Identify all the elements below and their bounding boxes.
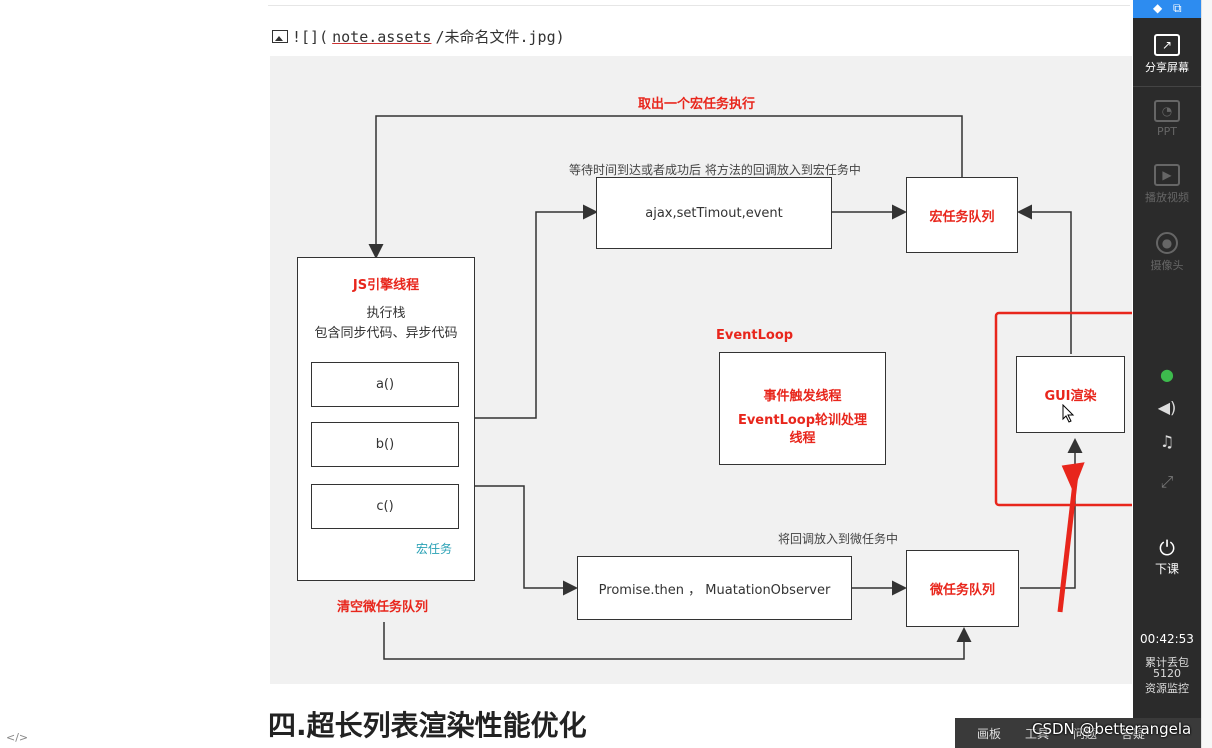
share-screen-icon: ↗ [1154,34,1180,56]
microtask-queue-box: 微任务队列 [906,550,1019,627]
event-loop-diagram: 取出一个宏任务执行 等待时间到达或者成功后 将方法的回调放入到宏任务中 ajax… [270,56,1132,684]
event-trigger-line3: 线程 [789,431,816,446]
camera-icon: ● [1156,232,1178,254]
event-trigger-line1: 事件触发线程 [763,389,842,404]
sidebar-divider [1133,86,1201,87]
macrotask-queue-box: 宏任务队列 [906,177,1018,253]
toolbar-answers[interactable]: 答疑 [1121,726,1146,741]
macrotask-tag: 宏任务 [416,542,453,556]
md-prefix: ![]( [292,27,329,46]
popout-icon[interactable]: ⧉ [1173,1,1182,15]
sidebar-top-strip: ◆ ⧉ [1133,0,1201,18]
class-timer: 00:42:53 [1140,632,1194,646]
toolbar-questions[interactable]: 问题 [1073,726,1098,741]
ppt-icon: ◔ [1154,100,1180,122]
ppt-button[interactable]: ◔ PPT [1133,100,1201,138]
event-trigger-thread-box: 事件触发线程 EventLoop轮训处理 线程 [719,352,886,465]
js-thread-title: JS引擎线程 [352,278,420,293]
resource-monitor-label[interactable]: 资源监控 [1145,682,1189,695]
section-heading: 四.超长列表渲染性能优化 [268,709,587,742]
share-screen-label: 分享屏幕 [1145,61,1189,74]
stack-frame-c: c() [311,484,459,529]
label-take-macrotask: 取出一个宏任务执行 [638,97,756,112]
promise-box: Promise.then ， MuatationObserver [577,556,852,620]
ppt-label: PPT [1157,125,1177,138]
ajax-box: ajax,setTimout,event [596,177,832,249]
pin-icon[interactable]: ◆ [1153,1,1163,15]
packet-loss-value: 5120 [1153,667,1181,680]
sync-async-label: 包含同步代码、异步代码 [314,326,458,341]
csdn-watermark: CSDN @betterangela [1032,720,1192,738]
camera-label: 摄像头 [1150,259,1184,272]
stack-frame-b: b() [311,422,459,467]
image-icon [272,30,288,43]
fullscreen-icon[interactable]: ⤢ [1160,472,1174,491]
md-link[interactable]: note.assets [332,27,432,46]
stack-frame-a: a() [311,362,459,407]
play-video-label: 播放视频 [1145,191,1189,204]
play-video-icon: ▶ [1154,164,1180,186]
mic-icon[interactable]: ● [1160,365,1174,384]
label-clear-microtasks: 清空微任务队列 [337,600,429,615]
share-screen-button[interactable]: ↗ 分享屏幕 [1133,34,1201,75]
top-divider [268,5,1130,6]
live-class-sidebar: ◆ ⧉ ↗ 分享屏幕 ◔ PPT ▶ 播放视频 ● 摄像头 ● ◀) ♫ ⤢ ⏻… [1133,0,1201,748]
diagram-connectors [368,115,1132,660]
call-stack-label: 执行栈 [366,306,406,321]
toolbar-whiteboard[interactable]: 画板 [977,726,1002,741]
bottom-toolbar: 画板 工具 问题 答疑 [955,718,1201,748]
event-trigger-line2: EventLoop轮训处理 [737,413,868,428]
music-icon[interactable]: ♫ [1159,432,1175,451]
toolbar-tools[interactable]: 工具 [1025,726,1050,741]
power-icon: ⏻ [1159,536,1175,560]
md-rest: /未命名文件.jpg) [435,28,565,46]
js-engine-thread-box: JS引擎线程 执行栈 包含同步代码、异步代码 a() b() c() 宏任务 [297,257,475,581]
speaker-icon[interactable]: ◀) [1157,398,1177,417]
code-toggle-icon[interactable]: </> [6,731,29,744]
markdown-image-line[interactable]: ![](note.assets/未命名文件.jpg) [272,26,565,47]
end-class-button[interactable]: ⏻ 下课 [1133,536,1201,577]
label-micro-callback: 将回调放入到微任务中 [778,532,899,546]
mouse-cursor-icon [1062,404,1075,423]
play-video-button[interactable]: ▶ 播放视频 [1133,164,1201,205]
packet-loss-label: 累计丢包 [1145,656,1189,669]
eventloop-label: EventLoop [716,328,794,343]
end-class-label: 下课 [1154,562,1179,576]
camera-button[interactable]: ● 摄像头 [1133,232,1201,273]
label-wait-callback: 等待时间到达或者成功后 将方法的回调放入到宏任务中 [569,163,861,177]
right-edge-panel [1201,0,1212,748]
